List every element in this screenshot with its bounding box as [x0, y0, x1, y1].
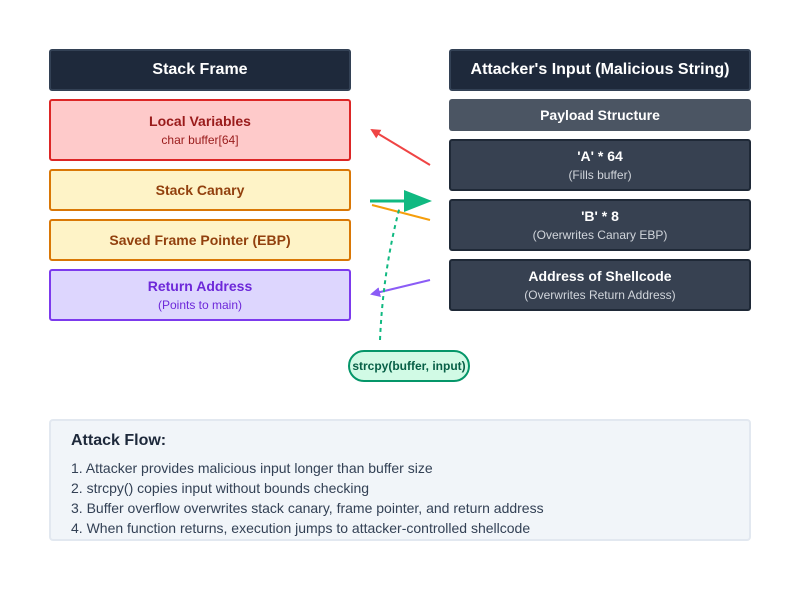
local-variables-label: Local Variables [149, 113, 251, 129]
payload-b-detail: (Overwrites Canary EBP) [532, 228, 668, 242]
arrow-to-local-variables [370, 128, 431, 166]
attack-flow-step: 2. strcpy() copies input without bounds … [71, 480, 370, 496]
attack-flow-step: 3. Buffer overflow overwrites stack cana… [71, 500, 544, 516]
stack-canary-block: Stack Canary [49, 169, 351, 211]
attack-flow-panel: Attack Flow: 1. Attacker provides malici… [49, 419, 751, 541]
return-address-block: Return Address (Points to main) [49, 269, 351, 321]
stack-frame-header: Stack Frame [49, 49, 351, 91]
attack-flow-step: 4. When function returns, execution jump… [71, 520, 531, 536]
local-variables-block: Local Variables char buffer[64] [49, 99, 351, 161]
local-variables-detail: char buffer[64] [161, 133, 239, 147]
return-address-label: Return Address [147, 278, 253, 294]
stack-canary-label: Stack Canary [155, 182, 245, 198]
stack-frame-title: Stack Frame [152, 61, 248, 78]
saved-frame-pointer-block: Saved Frame Pointer (EBP) [49, 219, 351, 261]
payload-shellcode-label: Address of Shellcode [528, 268, 672, 284]
payload-b-block: 'B' * 8 (Overwrites Canary EBP) [449, 199, 751, 251]
payload-a-block: 'A' * 64 (Fills buffer) [449, 139, 751, 191]
strcpy-call-label: strcpy(buffer, input) [352, 359, 466, 373]
saved-frame-pointer-label: Saved Frame Pointer (EBP) [109, 232, 291, 248]
payload-structure-header: Payload Structure [449, 99, 751, 131]
payload-b-label: 'B' * 8 [581, 208, 619, 224]
strcpy-dashed-link [379, 205, 401, 341]
payload-structure-title: Payload Structure [540, 107, 660, 123]
attacker-input-header: Attacker's Input (Malicious String) [449, 49, 751, 91]
return-address-detail: (Points to main) [157, 298, 243, 312]
payload-a-detail: (Fills buffer) [568, 168, 632, 182]
arrow-to-return-address [370, 279, 431, 297]
payload-shellcode-block: Address of Shellcode (Overwrites Return … [449, 259, 751, 311]
strcpy-call-pill: strcpy(buffer, input) [348, 350, 470, 382]
arrow-green-head [404, 190, 432, 212]
attacker-input-title: Attacker's Input (Malicious String) [470, 61, 730, 78]
payload-a-label: 'A' * 64 [577, 148, 623, 164]
arrow-orange-canary [371, 204, 431, 221]
attack-flow-step: 1. Attacker provides malicious input lon… [71, 460, 433, 476]
payload-shellcode-detail: (Overwrites Return Address) [524, 288, 676, 302]
attack-flow-title: Attack Flow: [71, 432, 167, 449]
